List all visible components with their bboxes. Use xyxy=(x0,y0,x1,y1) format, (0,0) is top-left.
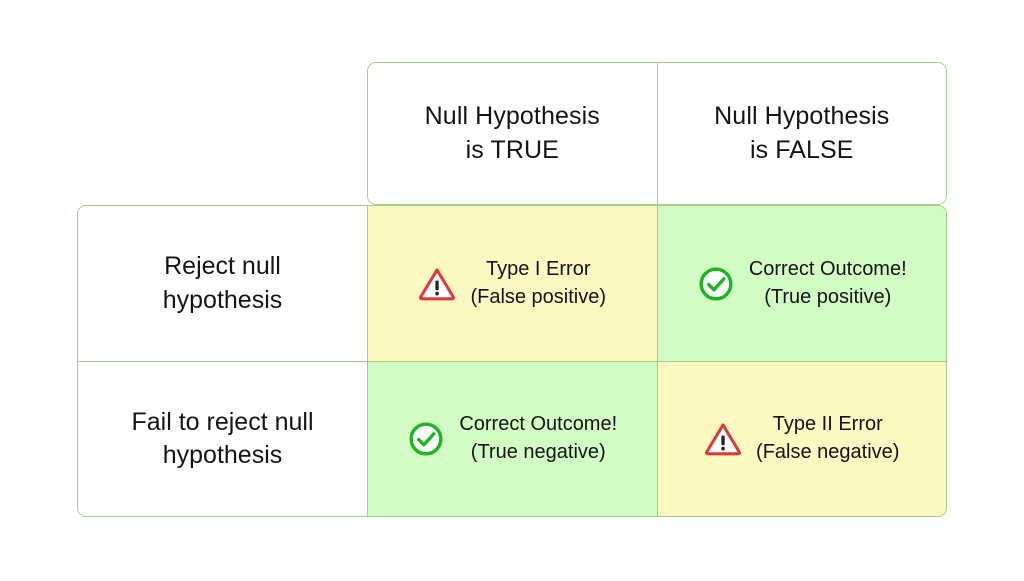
column-header-null-true-text: Null Hypothesis is TRUE xyxy=(425,100,600,167)
matrix-row-reject-null: Reject null hypothesis Type I Error (Fal… xyxy=(78,206,946,361)
matrix-row-fail-to-reject-null: Fail to reject null hypothesis Correct O… xyxy=(78,361,946,516)
cell-type-2-error-line1: Type II Error xyxy=(772,413,883,436)
column-header-null-true-line1: Null Hypothesis xyxy=(424,102,600,131)
cell-true-positive: Correct Outcome! (True positive) xyxy=(656,206,946,361)
row-header-reject-null-line2: hypothesis xyxy=(162,285,283,314)
column-header-null-true-line2: is TRUE xyxy=(465,135,559,164)
row-header-reject-null-text: Reject null hypothesis xyxy=(163,250,283,317)
cell-true-negative: Correct Outcome! (True negative) xyxy=(368,362,657,516)
cell-true-negative-text: Correct Outcome! (True negative) xyxy=(459,411,617,466)
cell-type-1-error-text: Type I Error (False positive) xyxy=(470,256,606,311)
cell-true-positive-text: Correct Outcome! (True positive) xyxy=(749,256,907,311)
check-circle-icon xyxy=(699,266,733,301)
column-header-row: Null Hypothesis is TRUE Null Hypothesis … xyxy=(367,62,947,205)
cell-type-2-error-text: Type II Error (False negative) xyxy=(756,411,899,466)
column-header-null-false-line1: Null Hypothesis xyxy=(714,102,890,131)
cell-true-negative-line2: (True negative) xyxy=(470,441,606,463)
cell-type-1-error-line2: (False positive) xyxy=(470,285,607,308)
check-circle-icon xyxy=(409,422,443,456)
cell-true-positive-line1: Correct Outcome! xyxy=(748,257,907,280)
column-header-null-false-line2: is FALSE xyxy=(749,135,854,164)
column-header-null-true: Null Hypothesis is TRUE xyxy=(368,63,657,204)
hypothesis-testing-matrix: Null Hypothesis is TRUE Null Hypothesis … xyxy=(77,62,947,517)
cell-type-2-error: Type II Error (False negative) xyxy=(656,362,946,516)
warning-triangle-icon xyxy=(705,423,742,456)
warning-triangle-icon xyxy=(419,267,456,300)
matrix-body: Reject null hypothesis Type I Error (Fal… xyxy=(77,205,947,517)
cell-type-2-error-line2: (False negative) xyxy=(756,441,900,463)
column-header-null-false-text: Null Hypothesis is FALSE xyxy=(714,100,889,167)
row-header-fail-to-reject-null-line1: Fail to reject null xyxy=(131,407,314,436)
row-header-reject-null-line1: Reject null xyxy=(164,252,281,281)
row-header-fail-to-reject-null-line2: hypothesis xyxy=(162,441,283,469)
column-header-null-false: Null Hypothesis is FALSE xyxy=(656,63,946,204)
row-header-reject-null: Reject null hypothesis xyxy=(78,206,368,361)
cell-true-negative-line1: Correct Outcome! xyxy=(459,413,618,436)
cell-type-1-error: Type I Error (False positive) xyxy=(368,206,657,361)
cell-true-positive-line2: (True positive) xyxy=(764,285,892,308)
row-header-fail-to-reject-null-text: Fail to reject null hypothesis xyxy=(131,406,313,473)
row-header-fail-to-reject-null: Fail to reject null hypothesis xyxy=(78,362,368,516)
cell-type-1-error-line1: Type I Error xyxy=(486,257,591,280)
